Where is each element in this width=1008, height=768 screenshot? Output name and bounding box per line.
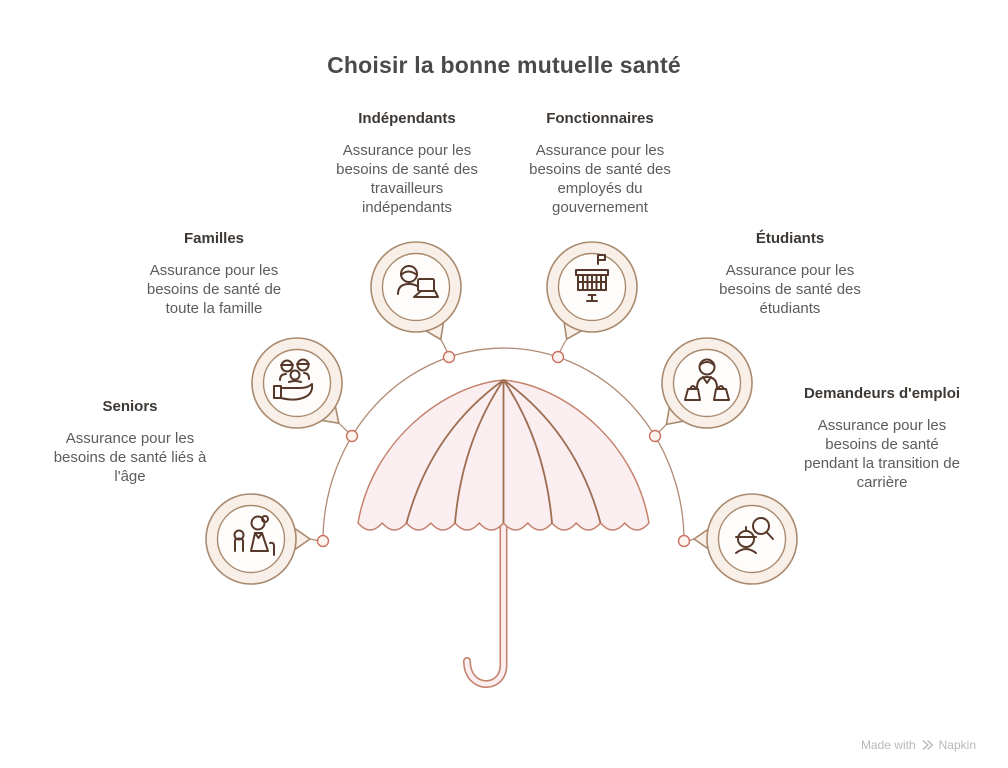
- category-label-seniors: Seniors: [102, 398, 158, 415]
- watermark-brand: Napkin: [938, 738, 976, 752]
- category-description-fonctionnaires: Assurance pour les besoins de santé des …: [529, 142, 671, 216]
- family-care-icon: [273, 358, 314, 401]
- bubble-familles: [251, 337, 343, 429]
- umbrella-graphic: [357, 379, 650, 688]
- category-block-fonctionnaires: Fonctionnaires Assurance pour les besoin…: [505, 110, 695, 217]
- bubble-demandeurs-emploi: [693, 493, 798, 585]
- bubble-independants: [370, 241, 462, 341]
- category-block-familles: Familles Assurance pour les besoins de s…: [119, 230, 309, 318]
- category-label-independants: Indépendants: [358, 110, 456, 127]
- bubble-seniors: [205, 493, 311, 585]
- government-building-icon: [575, 254, 609, 302]
- watermark: Made with Napkin: [861, 738, 976, 752]
- category-description-independants: Assurance pour les besoins de santé des …: [336, 142, 478, 216]
- bubble-fonctionnaires: [546, 241, 638, 340]
- category-description-seniors: Assurance pour les besoins de santé liés…: [53, 430, 207, 485]
- bubble-etudiants: [661, 337, 753, 429]
- umbrella-handle: [463, 516, 508, 688]
- category-description-etudiants: Assurance pour les besoins de santé des …: [719, 262, 861, 317]
- category-description-familles: Assurance pour les besoins de santé de t…: [146, 262, 282, 317]
- category-block-demandeurs-emploi: Demandeurs d'emploi Assurance pour les b…: [778, 385, 986, 492]
- watermark-prefix: Made with: [860, 738, 916, 752]
- student-bags-icon: [684, 358, 730, 401]
- napkin-logo-icon: [922, 739, 933, 751]
- category-block-seniors: Seniors Assurance pour les besoins de sa…: [28, 398, 232, 486]
- arc-nodes: [316, 350, 691, 548]
- page-title: Choisir la bonne mutuelle santé: [327, 52, 681, 78]
- job-search-icon: [735, 517, 774, 554]
- category-description-demandeurs-emploi: Assurance pour les besoins de santé pend…: [804, 417, 960, 491]
- category-label-demandeurs-emploi: Demandeurs d'emploi: [803, 385, 961, 402]
- category-label-familles: Familles: [183, 230, 245, 247]
- category-label-etudiants: Étudiants: [755, 230, 825, 247]
- connector-arc: [322, 347, 685, 542]
- freelancer-laptop-icon: [397, 265, 439, 298]
- category-block-independants: Indépendants Assurance pour les besoins …: [312, 110, 502, 217]
- umbrella-ribs: [405, 379, 602, 524]
- category-block-etudiants: Étudiants Assurance pour les besoins de …: [695, 230, 885, 318]
- senior-child-icon: [233, 515, 275, 556]
- category-label-fonctionnaires: Fonctionnaires: [546, 110, 654, 127]
